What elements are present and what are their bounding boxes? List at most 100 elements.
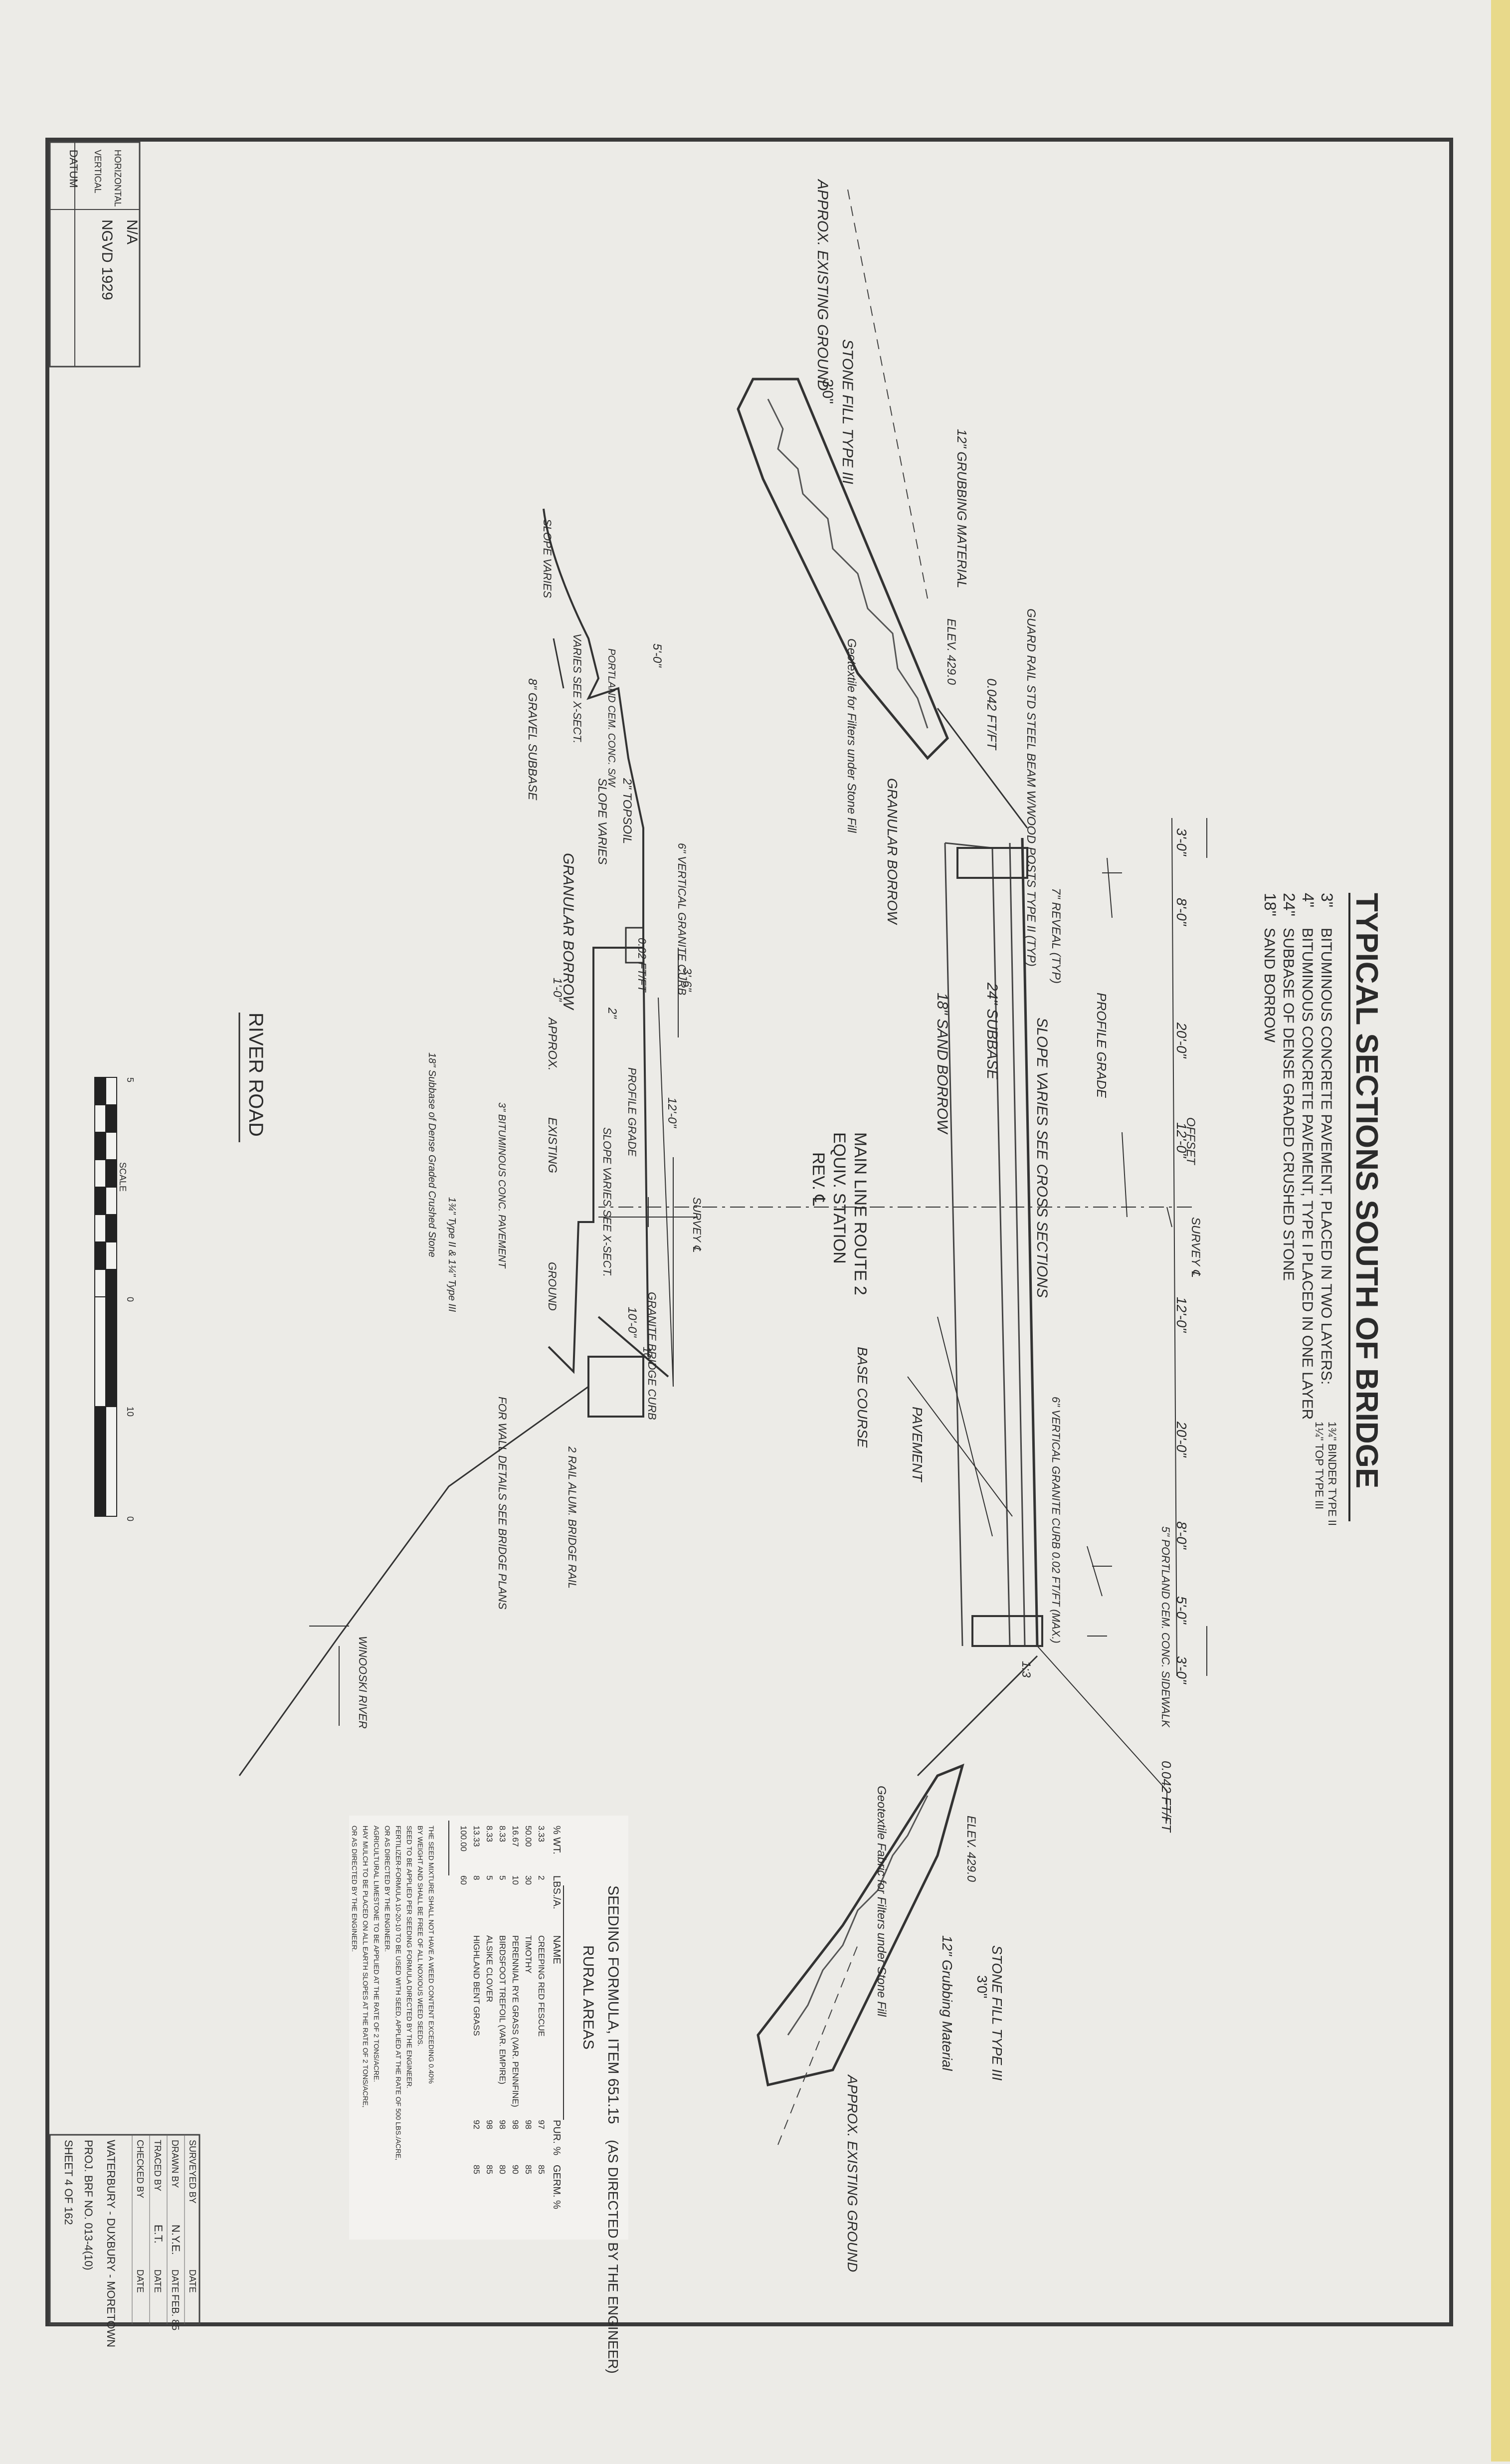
datum-vertical-value: NGVD 1929 <box>99 219 115 300</box>
base-course-label: BASE COURSE <box>855 1347 870 1448</box>
curb-label: 6" VERTICAL GRANITE CURB 0.02 FT/FT (MAX… <box>1050 1397 1062 1643</box>
scale-segment <box>94 1159 106 1188</box>
seed-cell: 98 <box>485 2120 494 2129</box>
geotextile-left-label: Geotextile for Filters under Stone Fill <box>845 638 858 833</box>
river-road-section <box>238 508 698 1776</box>
scale-segment <box>94 1132 106 1160</box>
rr-slope-varies2: SLOPE VARIES <box>595 778 609 864</box>
rr-ft: 0.02 FT/FT <box>636 938 648 993</box>
main-typical-section <box>598 189 1207 2145</box>
rr-granite-curb: 6" VERTICAL GRANITE CURB <box>676 843 688 995</box>
dimension-label: 8'-0" <box>1174 1521 1189 1550</box>
datum-horizontal-value: N/A <box>124 219 140 244</box>
seed-cell: 2 <box>537 1875 546 1880</box>
sidewalk-left <box>956 847 1028 879</box>
datum-box: DATUM VERTICAL HORIZONTAL NGVD 1929 N/A <box>49 141 141 368</box>
grubbing-left-label: 12" GRUBBING MATERIAL <box>954 429 969 588</box>
seed-cell: ALSIKE CLOVER <box>485 1935 494 2002</box>
seed-header: LBS./A. <box>551 1875 562 1909</box>
dimension-label: 12'-0" <box>1174 1122 1189 1158</box>
seed-note: OR AS DIRECTED BY THE ENGINEER. <box>383 1826 391 1952</box>
rr-dim-1-0: 1'-0" <box>551 978 564 1002</box>
seed-cell: 50.00 <box>524 1826 533 1847</box>
stone-fill-left-thk: 3'0" <box>819 379 836 404</box>
sidewalk-label: 5" PORTLAND CEM. CONC. SIDEWALK <box>1159 1526 1172 1728</box>
geotextile-right-label: Geotextile Fabric for Filters under Ston… <box>875 1786 888 2017</box>
seed-cell: 85 <box>485 2165 494 2174</box>
dimension-label: 20'-0" <box>1174 1421 1189 1457</box>
scale-segment <box>94 1187 106 1215</box>
subbase-line <box>944 842 963 1646</box>
granular-borrow-label: GRANULAR BORROW <box>885 778 900 925</box>
seed-header: NAME <box>551 1935 562 1964</box>
rr-dim-10in: 10" <box>641 1347 653 1363</box>
scale-segment <box>94 1269 106 1297</box>
datum-horizontal-label: HORIZONTAL <box>113 150 123 207</box>
dimension-label: 5'-0" <box>1174 1596 1189 1625</box>
scale-tick: 0 <box>125 1297 135 1302</box>
rr-ground: GROUND <box>546 1262 559 1311</box>
right-ground-label: APPROX. EXISTING GROUND <box>845 2074 860 2272</box>
seed-cell: 85 <box>472 2165 481 2174</box>
rr-topsoil: 2" TOPSOIL <box>620 778 634 844</box>
tb-row-date-label: DATE <box>153 2269 163 2293</box>
dimension-label: 8'-0" <box>1174 898 1189 926</box>
subbase-label: 24" SUBBASE <box>984 982 1000 1080</box>
elev-right-label: ELEV. 429.0 <box>964 1816 978 1882</box>
seed-cell: CREEPING RED FESCUE <box>537 1935 546 2037</box>
dimension-label: 20'-0" <box>1174 1022 1189 1058</box>
pavement-note-thk: 18" <box>1261 893 1279 916</box>
rr-bit: 3" BITUMINOUS CONC. PAVEMENT <box>496 1102 507 1269</box>
seed-cell: 92 <box>472 2120 481 2129</box>
tb-row-label: SURVEYED BY <box>188 2140 197 2204</box>
seed-cell: 5 <box>485 1875 494 1880</box>
seed-note: BY WEIGHT AND SHALL BE FREE OF ALL NOXIO… <box>416 1826 424 2047</box>
slope-ratio-label: 1:3 <box>1019 1661 1033 1678</box>
seed-cell: 98 <box>511 2120 520 2129</box>
rr-slope-see: SLOPE VARIES SEE X-SECT. <box>601 1127 613 1277</box>
dimension-label: 3'-0" <box>1174 1656 1189 1684</box>
seed-cell: 98 <box>524 2120 533 2129</box>
tb-project: WATERBURY - DUXBURY - MORETOWN <box>105 2140 117 2347</box>
seed-cell: 98 <box>498 2120 507 2129</box>
rr-dim-10: 10'-0" <box>625 1307 639 1338</box>
survey-label: SURVEY ℄ <box>1189 1217 1202 1277</box>
datum-title: DATUM <box>67 150 80 188</box>
seed-note: OR AS DIRECTED BY THE ENGINEER. <box>351 1826 359 1952</box>
rr-sidewalk-desc: PORTLAND CEM. CONC. S/W <box>606 648 617 788</box>
stone-fill-left-label: STONE FILL TYPE III <box>839 339 856 484</box>
rr-granular: GRANULAR BORROW <box>560 853 576 1011</box>
dimension-label: 3'-0" <box>1174 828 1189 856</box>
rr-existing: EXISTING <box>546 1117 559 1173</box>
tb-row-date-label: DATE <box>135 2269 145 2293</box>
seed-cell: 8 <box>472 1875 481 1880</box>
dimension-line <box>1171 818 1177 1676</box>
scale-segment <box>105 1187 117 1215</box>
rr-approx1: APPROX. <box>546 1017 559 1071</box>
seeding-subtitle: RURAL AREAS <box>580 1945 596 2050</box>
pavement-surface <box>1021 837 1039 1646</box>
scale-tick: 5 <box>125 1077 135 1082</box>
seed-cell: 100.00 <box>459 1826 468 1851</box>
rr-gravel: 8" GRAVEL SUBBASE <box>526 678 539 801</box>
river-bank-line <box>238 1386 589 1776</box>
rr-subbase: 18" Subbase of Dense Graded Crushed Ston… <box>426 1052 437 1257</box>
left-ground-label: APPROX. EXISTING GROUND <box>814 179 831 391</box>
tb-row-label: DRAWN BY <box>170 2140 180 2188</box>
tb-sheet: SHEET 4 OF 162 <box>62 2140 75 2225</box>
bridge-abutment <box>597 1316 669 1378</box>
rr-dim-12: 12'-0" <box>665 1097 679 1129</box>
rr-river: WINOOSKI RIVER <box>357 1636 369 1729</box>
rr-granite-bridge: GRANITE BRIDGE CURB <box>646 1292 658 1420</box>
seed-cell: 90 <box>511 2165 520 2174</box>
rr-wall: FOR WALL DETAILS SEE BRIDGE PLANS <box>496 1397 509 1610</box>
pavement-note-extra: 1¼" TOP TYPE III <box>1313 1422 1325 1509</box>
seed-header: % WT. <box>551 1826 562 1854</box>
seed-cell: 80 <box>498 2165 507 2174</box>
slope-left-label: 0.042 FT/FT <box>984 678 999 751</box>
river-road-title: RIVER ROAD <box>245 1013 267 1137</box>
scale-segment <box>105 1077 117 1105</box>
